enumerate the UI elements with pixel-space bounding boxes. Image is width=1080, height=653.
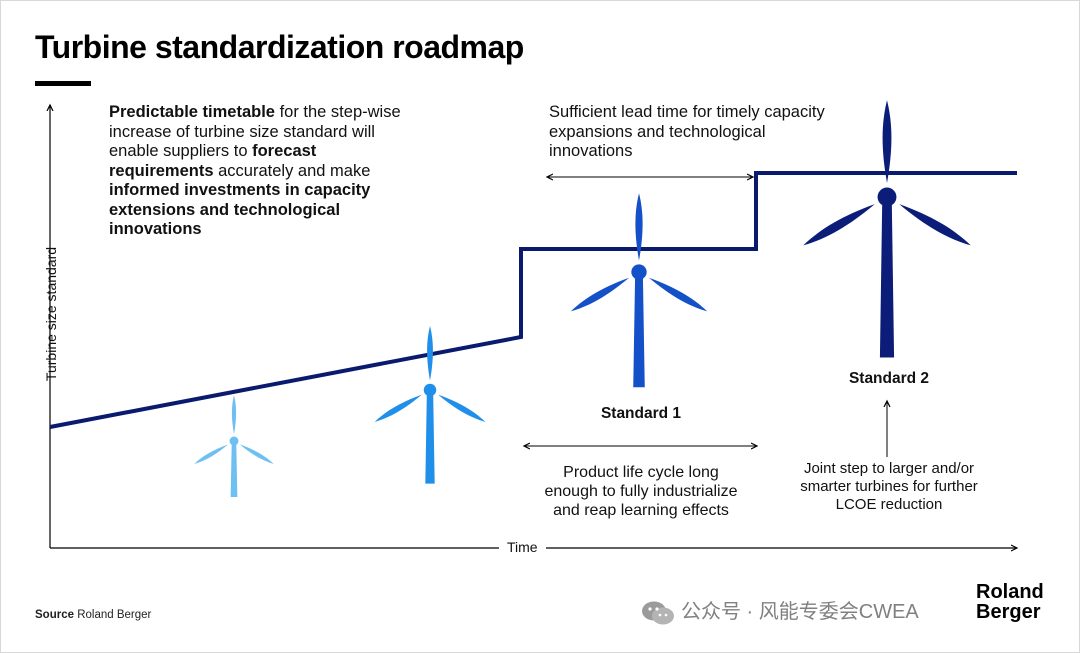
wind-turbine-icon-standard-1 (570, 193, 708, 388)
note-bold-forecast: forecast requirements (109, 142, 317, 180)
title-underline (35, 81, 91, 86)
watermark-text: 公众号 · 风能专委会CWEA (681, 601, 919, 623)
y-axis-label: Turbine size standard (43, 246, 59, 382)
standard-2-label: Standard 2 (848, 370, 930, 387)
wind-turbine-icon-small (194, 395, 274, 497)
wind-turbine-icon-standard-2 (803, 100, 971, 358)
predictable-timetable-note: Predictable timetable for the step-wise … (109, 103, 409, 240)
life-cycle-note: Product life cycle long enough to fully … (544, 464, 738, 519)
source-note: Source Roland Berger (35, 609, 151, 621)
note-bold-timetable: Predictable timetable (109, 103, 275, 121)
lead-time-note: Sufficient lead time for timely capacity… (549, 103, 825, 160)
joint-step-note: Joint step to larger and/or smarter turb… (800, 460, 978, 513)
source-label: Source (35, 609, 74, 621)
wind-turbine-icon-medium (374, 326, 486, 484)
brand-line-1: Roland (976, 581, 1044, 603)
source-text: Roland Berger (74, 609, 152, 621)
x-axis-label: Time (499, 539, 546, 555)
note-text-1: for the step-wise increase of turbine si… (109, 103, 401, 160)
watermark: 公众号 · 风能专委会CWEA (641, 595, 919, 626)
brand-line-2: Berger (976, 601, 1041, 623)
note-bold-investments: informed investments in capacity extensi… (109, 181, 371, 238)
wechat-icon (642, 601, 674, 625)
note-text-2: accurately and make (213, 161, 371, 180)
page-title: Turbine standardization roadmap (35, 29, 524, 65)
standard-1-label: Standard 1 (600, 405, 682, 422)
